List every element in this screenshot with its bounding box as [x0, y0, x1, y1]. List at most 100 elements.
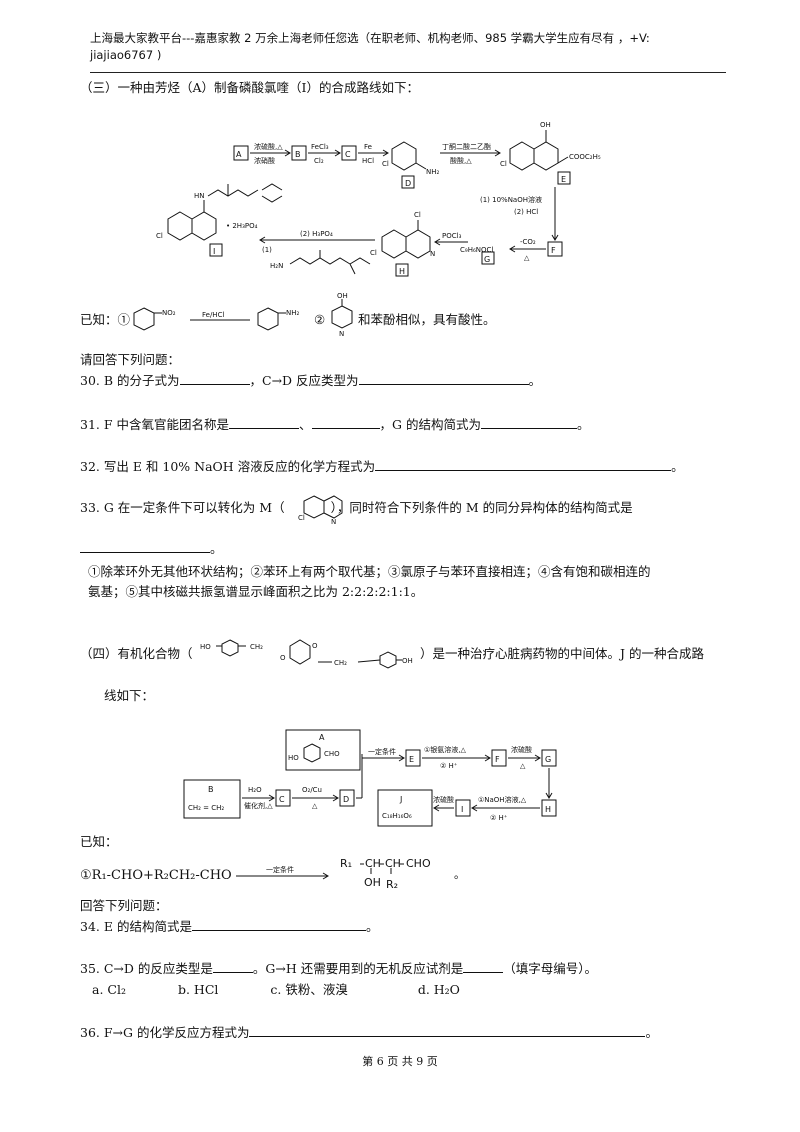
- target-ho: HO: [200, 643, 211, 651]
- scheme3-g-formula: C₉H₆NOCl: [460, 246, 493, 254]
- scheme3-e-ester: COOC₂H₅: [569, 153, 601, 161]
- target-o-2: O: [312, 642, 318, 650]
- known1-equation: NO₂ Fe/HCl NH₂: [133, 307, 300, 331]
- scheme3-r1-bot: 浓硝酸: [254, 156, 275, 165]
- scheme3-label-C: C: [345, 150, 351, 159]
- scheme3-label-F: F: [551, 246, 556, 255]
- scheme3-r8-a: (2) H₃PO₄: [300, 230, 333, 238]
- scheme4-rHI-top: ①NaOH溶液,△: [478, 795, 527, 804]
- scheme4-label-F: F: [495, 755, 500, 764]
- q33-conditions-line-2: 氨基；⑤其中核磁共振氢谱显示峰面积之比为 2:2:2:2:1:1。: [88, 584, 424, 599]
- q35-option-d: d. H₂O: [417, 982, 460, 997]
- known-aldol-cho: CHO: [406, 857, 431, 870]
- known-aldol-r2: R₂: [386, 878, 398, 891]
- scheme4-label-C: C: [279, 795, 285, 804]
- scheme3-r1-top: 浓硫酸,△: [254, 142, 283, 151]
- scheme3-r3-top: Fe: [364, 143, 372, 151]
- q33-structure-M: Cl N: [298, 495, 343, 526]
- scheme3-r7: POCl₃: [442, 232, 462, 240]
- q35-option-a: a. Cl₂: [92, 982, 126, 997]
- question-35: 35. C→D 的反应类型是。G→H 还需要用到的无机反应试剂是（填字母编号）。: [80, 960, 597, 976]
- scheme4-rFG-top: 浓硫酸: [511, 745, 532, 754]
- q34-blank[interactable]: [191, 918, 366, 931]
- scheme4-label-J: J: [399, 795, 402, 804]
- known-aldol-end: 。: [454, 868, 465, 881]
- section3-title: （三）一种由芳烃（A）制备磷酸氯喹（I）的合成路线如下：: [80, 80, 419, 95]
- section4-known-label: 已知：: [80, 834, 118, 849]
- scheme4-rFG-bot: △: [520, 762, 526, 770]
- target-o-1: O: [280, 654, 286, 662]
- scheme3-e-oh: OH: [540, 121, 551, 129]
- scheme3-r5-b: (2) HCl: [514, 208, 538, 216]
- known2-hydroxypyridine: OH N: [331, 292, 353, 338]
- scheme3-label-I: I: [213, 247, 215, 256]
- scheme3-i-hn: HN: [194, 192, 205, 200]
- page-header: 上海最大家教平台---嘉惠家教 2 万余上海老师任您选（在职老师、机构老师、98…: [90, 30, 730, 64]
- scheme4-label-D: D: [343, 795, 349, 804]
- scheme4-label-G: G: [545, 755, 551, 764]
- scheme4-a-ho: HO: [288, 754, 299, 762]
- known-aldol-equation: 一定条件 R₁ CH CH CHO OH R₂ 。: [236, 857, 465, 891]
- known-aldol-condition: 一定条件: [266, 865, 294, 874]
- q35-options: a. Cl₂ b. HCl c. 铁粉、液溴 d. H₂O: [92, 982, 508, 998]
- section4-target-structure: HO OH CH₂ CH₂ O O: [200, 639, 413, 669]
- scheme3-r5-a: (1) 10%NaOH溶液: [480, 195, 542, 204]
- question-31: 31. F 中含氧官能团名称是、，G 的结构简式为。: [80, 416, 590, 432]
- known-aldol-oh: OH: [364, 876, 381, 889]
- scheme3-label-A: A: [236, 150, 242, 159]
- scheme3-r8-b: (1): [262, 246, 272, 254]
- q30-blank-2[interactable]: [358, 372, 529, 385]
- scheme4-rAE: 一定条件: [368, 747, 396, 756]
- q33-m-cl: Cl: [298, 514, 305, 522]
- known2-number: ②: [314, 312, 326, 327]
- header-divider: [90, 72, 726, 73]
- scheme4-label-H: H: [545, 805, 551, 814]
- scheme3-label-B: B: [295, 150, 301, 159]
- q33-conditions-line-1: ①除苯环外无其他环状结构；②苯环上有两个取代基；③氯原子与苯环直接相连；④含有饱…: [88, 564, 651, 579]
- known1-nh2: NH₂: [286, 309, 300, 317]
- scheme3-label-G: G: [484, 255, 490, 264]
- q33-blank[interactable]: [80, 540, 210, 553]
- known-aldol-ch-1: CH: [365, 857, 381, 870]
- scheme4-rB-bot: 催化剂,△: [244, 801, 273, 810]
- question-30: 30. B 的分子式为，C→D 反应类型为。: [80, 372, 542, 388]
- target-ch2-a: CH₂: [250, 643, 263, 651]
- scheme4-rEF-top: ①银氨溶液,△: [424, 745, 467, 754]
- target-ch2-b: CH₂: [334, 659, 347, 667]
- section3-known-label: 已知：①: [80, 312, 131, 327]
- question-32: 32. 写出 E 和 10% NaOH 溶液反应的化学方程式为。: [80, 458, 684, 474]
- scheme3-i-acid: • 2H₃PO₄: [226, 222, 258, 230]
- scheme4-b-formula: CH₂ = CH₂: [188, 804, 224, 812]
- known1-no2: NO₂: [162, 309, 176, 317]
- scheme3-r6-bot: △: [524, 254, 530, 262]
- scheme4-label-A: A: [319, 733, 325, 742]
- scheme3-h-n: N: [430, 250, 435, 258]
- q35-option-b: b. HCl: [177, 982, 219, 997]
- scheme4-rB-top: H₂O: [248, 786, 262, 794]
- scheme4-a-cho: CHO: [324, 750, 340, 758]
- scheme3-side-amine: H₂N: [270, 262, 283, 270]
- q36-blank[interactable]: [249, 1024, 646, 1037]
- known-aldol-ch-2: CH: [385, 857, 401, 870]
- q31-blank-2[interactable]: [311, 416, 380, 429]
- header-line-2: jiajiao6767 ): [90, 48, 162, 62]
- scheme3-label-H: H: [399, 267, 405, 276]
- header-line-1: 上海最大家教平台---嘉惠家教 2 万余上海老师任您选（在职老师、机构老师、98…: [90, 31, 650, 45]
- q31-blank-1[interactable]: [229, 416, 299, 429]
- scheme4-rEF-bot: ② H⁺: [440, 762, 458, 770]
- scheme3-label-E: E: [561, 175, 566, 184]
- known2-oh: OH: [337, 292, 348, 300]
- q35-blank-2[interactable]: [463, 960, 504, 973]
- question-36: 36. F→G 的化学反应方程式为。: [80, 1024, 658, 1040]
- q30-blank-1[interactable]: [179, 372, 250, 385]
- known-aldol-r1: R₁: [340, 857, 352, 870]
- section4-answer-prompt: 回答下列问题：: [80, 898, 168, 913]
- section4-title-c: 线如下：: [104, 688, 155, 703]
- scheme4-rC-bot: △: [312, 802, 318, 810]
- known1-reagent: Fe/HCl: [202, 311, 224, 319]
- q32-blank[interactable]: [375, 458, 672, 471]
- scheme3-d-nh2: NH₂: [426, 168, 440, 176]
- scheme3-i-cl: Cl: [156, 232, 163, 240]
- q35-blank-1[interactable]: [212, 960, 253, 973]
- q31-blank-3[interactable]: [480, 416, 577, 429]
